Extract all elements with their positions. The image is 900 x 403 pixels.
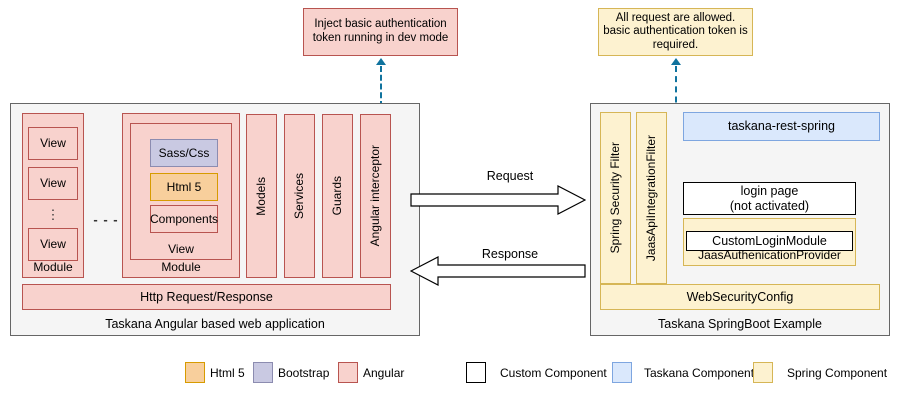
legend-swatch-taskana-icon: [612, 362, 632, 383]
spring-security-filter-label: Spring Security Filter: [608, 142, 623, 254]
response-arrow-text: Response: [481, 246, 539, 261]
left-panel-caption-label: Taskana Angular based web application: [105, 316, 325, 331]
module-a-view-1-label: View: [40, 136, 66, 151]
module-b-label: Module: [161, 260, 201, 274]
web-security-config: WebSecurityConfig: [600, 284, 880, 310]
legend-item-html5: Html 5: [185, 362, 245, 383]
legend-label-spring-component: Spring Component: [787, 365, 888, 380]
request-arrow-label: Request: [430, 168, 590, 184]
callout-right-text: All request are allowed. basic authentic…: [603, 11, 748, 51]
module-b-html5: Html 5: [150, 173, 218, 201]
spring-security-filter: Spring Security Filter: [600, 112, 631, 284]
legend-label-bootstrap: Bootstrap: [278, 365, 330, 380]
legend-label-taskana-component: Taskana Component: [644, 365, 755, 380]
custom-login-module-label: CustomLoginModule: [712, 233, 827, 248]
legend-item-spring-component: Spring Component: [753, 362, 887, 383]
left-panel-caption: Taskana Angular based web application: [10, 314, 420, 334]
callout-left-dev-mode: Inject basic authentication token runnin…: [303, 8, 458, 56]
legend-swatch-custom-icon: [466, 362, 486, 383]
module-a-view-2-label: View: [40, 176, 66, 191]
legend-item-custom-component: Custom Component: [466, 362, 607, 383]
module-a-view-3: View: [28, 228, 78, 261]
legend-label-custom-component: Custom Component: [500, 365, 607, 380]
jaas-api-integration-filter-label: JaasApiIntegrationFilter: [644, 134, 659, 262]
modules-gap-label: - - -: [93, 212, 119, 228]
http-request-response-label: Http Request/Response: [140, 289, 273, 304]
right-panel-caption-label: Taskana SpringBoot Example: [658, 316, 822, 331]
legend-swatch-html5-icon: [185, 362, 205, 383]
response-arrow-label: Response: [430, 246, 590, 262]
module-b-sass-css: Sass/Css: [150, 139, 218, 167]
http-request-response-bar: Http Request/Response: [22, 284, 391, 310]
legend-item-angular: Angular: [338, 362, 404, 383]
legend-label-html5: Html 5: [210, 365, 245, 380]
column-angular-interceptor: Angular interceptor: [360, 114, 391, 278]
login-page-line1: login page: [740, 183, 799, 198]
login-page: login page (not activated): [683, 182, 856, 215]
column-guards: Guards: [322, 114, 353, 278]
module-a-ellipsis-label: ⋮: [46, 206, 60, 222]
column-services-label: Services: [292, 172, 307, 219]
connector-left-dashed: [380, 66, 382, 107]
module-b-sass-css-label: Sass/Css: [158, 145, 210, 160]
module-b-components-label: Components: [149, 211, 219, 226]
module-a-view-2: View: [28, 167, 78, 200]
jaas-api-integration-filter: JaasApiIntegrationFilter: [636, 112, 667, 284]
jaas-authentication-provider-label: JaasAuthenicationProvider: [698, 248, 841, 262]
module-a-label: Module: [33, 260, 73, 274]
modules-gap-ellipsis: - - -: [90, 212, 122, 228]
module-b-components: Components: [150, 205, 218, 233]
legend-item-taskana-component: Taskana Component: [612, 362, 754, 383]
legend-item-bootstrap: Bootstrap: [253, 362, 329, 383]
module-a-vertical-ellipsis: ⋮: [28, 203, 78, 225]
column-guards-label: Guards: [330, 176, 345, 216]
custom-login-module: CustomLoginModule: [686, 231, 853, 251]
connector-right-arrowhead: [671, 58, 681, 65]
connector-left-arrowhead: [376, 58, 386, 65]
request-arrow: [410, 185, 586, 215]
column-models-label: Models: [254, 176, 269, 216]
column-services: Services: [284, 114, 315, 278]
request-arrow-text: Request: [486, 168, 534, 183]
module-b-view-label: View: [168, 242, 194, 256]
column-models: Models: [246, 114, 277, 278]
legend-label-angular: Angular: [363, 365, 405, 380]
right-panel-caption: Taskana SpringBoot Example: [590, 314, 890, 334]
legend-swatch-bootstrap-icon: [253, 362, 273, 383]
column-angular-interceptor-label: Angular interceptor: [368, 145, 383, 247]
callout-right-auth: All request are allowed. basic authentic…: [598, 8, 753, 56]
callout-left-text: Inject basic authentication token runnin…: [312, 18, 449, 44]
response-arrow: [410, 256, 586, 286]
module-a-view-3-label: View: [40, 237, 66, 252]
taskana-rest-spring: taskana-rest-spring: [683, 112, 880, 141]
taskana-rest-spring-label: taskana-rest-spring: [728, 119, 835, 134]
module-a-view-1: View: [28, 127, 78, 160]
module-b-html5-label: Html 5: [166, 179, 202, 194]
web-security-config-label: WebSecurityConfig: [686, 289, 794, 304]
legend-swatch-spring-icon: [753, 362, 773, 383]
login-page-line2: (not activated): [729, 198, 810, 213]
legend-swatch-angular-icon: [338, 362, 358, 383]
